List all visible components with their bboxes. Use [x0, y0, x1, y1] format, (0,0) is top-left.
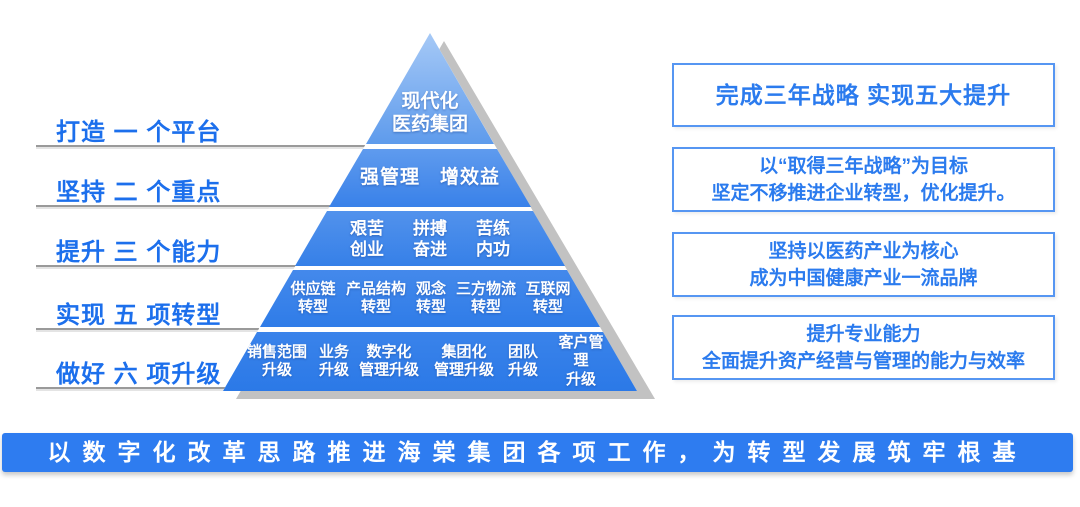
pyramid-level-4-item: 互联网 转型 [525, 279, 571, 316]
separator-line-4 [36, 328, 259, 332]
right-box-core: 坚持以医药产业为核心 成为中国健康产业一流品牌 [672, 232, 1055, 297]
right-box-headline: 完成三年战略 实现五大提升 [672, 63, 1055, 127]
pyramid-level-5-item: 团队 升级 [507, 342, 539, 379]
pyramid-level-1: 现代化 医药集团 [366, 33, 494, 144]
separator-line-3 [36, 265, 296, 269]
separator-line-5 [36, 387, 225, 391]
pyramid-level-4-item: 观念 转型 [415, 279, 447, 316]
pyramid-level-5-item: 客户管理 升级 [558, 333, 604, 388]
right-box-headline-text: 完成三年战略 实现五大提升 [715, 81, 1012, 108]
pyramid-level-4-item: 供应链 转型 [290, 279, 336, 316]
right-box-goal-line-1: 以“取得三年战略”为目标 [758, 155, 968, 177]
left-label-one-platform: 打造 一 个平台 [56, 119, 222, 146]
right-box-core-line-2: 成为中国健康产业一流品牌 [749, 267, 978, 289]
left-label-six-upgrades: 做好 六 项升级 [56, 361, 222, 388]
pyramid-level-3-item: 苦练 内功 [476, 218, 510, 259]
pyramid-level-5-item: 集团化 管理升级 [433, 342, 495, 379]
footer-banner: 以数字化改革思路推进海棠集团各项工作，为转型发展筑牢根基 [2, 433, 1073, 472]
pyramid-level-5-item: 业务 升级 [318, 342, 350, 379]
pyramid-level-5: 销售范围 升级 业务 升级 数字化 管理升级 集团化 管理升级 团队 升级 客户… [223, 332, 637, 391]
right-box-core-line-1: 坚持以医药产业为核心 [768, 240, 959, 262]
pyramid-level-2: 强管理 增效益 [329, 149, 531, 207]
right-box-capability-line-2: 全面提升资产经营与管理的能力与效率 [701, 350, 1025, 372]
pyramid-level-4: 供应链 转型 产品结构 转型 观念 转型 三方物流 转型 互联网 转型 [260, 270, 600, 327]
pyramid-level-4-item: 三方物流 转型 [455, 279, 517, 316]
separator-line-1 [36, 145, 365, 149]
separator-line-2 [36, 205, 330, 209]
left-label-two-priorities: 坚持 二 个重点 [56, 179, 222, 206]
pyramid-level-2-text: 强管理 增效益 [359, 167, 500, 189]
right-box-goal: 以“取得三年战略”为目标 坚定不移推进企业转型，优化提升。 [672, 147, 1055, 212]
pyramid-level-1-text: 现代化 医药集团 [391, 90, 468, 136]
pyramid-level-5-item: 销售范围 升级 [246, 342, 308, 379]
pyramid-level-3: 艰苦 创业 拼搏 奋进 苦练 内功 [295, 211, 565, 266]
pyramid-level-5-item: 数字化 管理升级 [358, 342, 420, 379]
left-label-five-transformations: 实现 五 项转型 [56, 302, 222, 329]
right-box-capability: 提升专业能力 全面提升资产经营与管理的能力与效率 [672, 315, 1055, 380]
pyramid-level-4-item: 产品结构 转型 [345, 279, 407, 316]
pyramid-level-3-item: 艰苦 创业 [350, 218, 384, 259]
left-label-three-abilities: 提升 三 个能力 [56, 239, 222, 266]
right-box-goal-line-2: 坚定不移推进企业转型，优化提升。 [711, 182, 1016, 204]
right-box-capability-line-1: 提升专业能力 [806, 323, 921, 345]
pyramid-level-3-item: 拼搏 奋进 [413, 218, 447, 259]
